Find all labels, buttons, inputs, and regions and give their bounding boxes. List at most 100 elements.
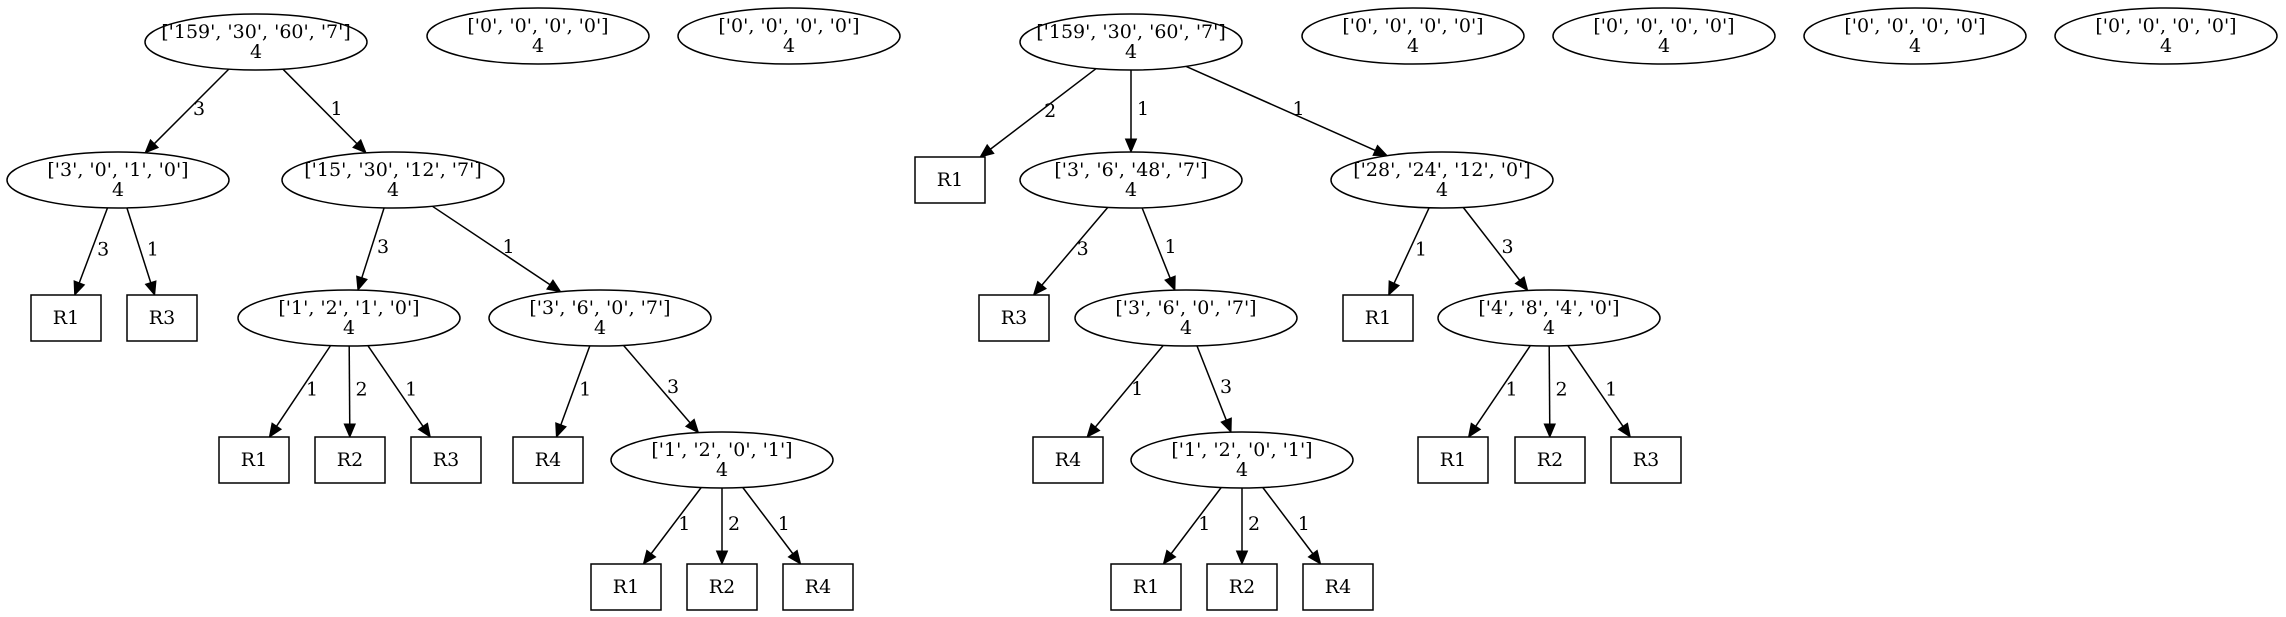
leaf-node: R1 [1417,436,1489,484]
state-ellipse [1301,7,1525,65]
state-vector-label: ['3', '6', '48', '7'] [1054,159,1207,181]
state-depth-label: 4 [250,41,262,63]
edge-label: 1 [1165,236,1177,258]
state-vector-label: ['159', '30', '60', '7'] [1036,21,1226,43]
state-ellipse [144,13,368,71]
leaf-box [1610,436,1682,484]
leaf-label: R1 [241,449,267,471]
edge-label: 3 [667,376,679,398]
edge-label: 2 [1556,378,1568,400]
edge-line [990,67,1097,150]
state-node: ['28', '24', '12', '0']4 [1330,151,1554,209]
leaf-box [686,563,758,611]
leaf-label: R1 [937,169,963,191]
leaf-node: R1 [590,563,662,611]
state-depth-label: 4 [1436,179,1448,201]
leaf-box [1110,563,1182,611]
edge-label: 1 [1293,98,1305,120]
edge-line [1567,345,1624,427]
edge-label: 3 [1077,238,1089,260]
arrowhead-icon [787,549,802,566]
leaf-box [30,294,102,342]
edge-label: 2 [1248,513,1260,535]
edge-label: 1 [1131,378,1143,400]
edge-line [1094,344,1164,428]
edge: 1 [282,68,367,154]
state-ellipse [1803,7,2027,65]
edge-line [282,68,358,145]
edge-line [1475,345,1531,427]
edge: 2 [343,345,368,439]
state-vector-label: ['0', '0', '0', '0'] [1342,15,1483,37]
state-ellipse [677,7,901,65]
state-ellipse [1130,431,1354,489]
leaf-box [314,436,386,484]
leaf-label: R4 [1325,576,1351,598]
leaf-node: R3 [978,294,1050,342]
edge: 1 [367,345,432,439]
state-vector-label: ['1', '2', '1', '0'] [278,297,419,319]
edge: 3 [356,207,389,292]
edge-label: 1 [678,513,690,535]
edge-label: 3 [193,98,205,120]
edge-line [1041,206,1109,286]
state-ellipse [610,431,834,489]
edge-line [348,345,351,425]
state-node: ['0', '0', '0', '0']4 [1552,7,1776,65]
leaf-box [978,294,1050,342]
state-ellipse [281,151,505,209]
arrowhead-icon [1124,138,1138,154]
state-vector-label: ['1', '2', '0', '1'] [1171,439,1312,461]
state-node: ['1', '2', '1', '0']4 [237,289,461,347]
state-node: ['15', '30', '12', '7']4 [281,151,505,209]
arrowhead-icon [979,143,995,158]
edge-line [1196,345,1227,421]
state-depth-label: 4 [2160,35,2172,57]
edge: 1 [642,487,702,566]
state-node: ['3', '0', '1', '0']4 [6,151,230,209]
state-node: ['0', '0', '0', '0']4 [2054,7,2278,65]
state-depth-label: 4 [1658,35,1670,57]
arrowhead-icon [343,423,356,439]
edge: 1 [1567,345,1632,439]
leaf-label: R3 [1633,449,1659,471]
arrowhead-icon [1164,275,1176,292]
arrowhead-icon [684,418,700,434]
leaf-label: R1 [53,307,79,329]
edge-label: 1 [1198,513,1210,535]
edge-line [1141,207,1171,279]
leaf-label: R2 [709,576,735,598]
edge: 2 [1543,345,1568,439]
edge: 1 [1086,344,1164,438]
leaf-box [126,294,198,342]
leaf-node: R2 [686,563,758,611]
state-vector-label: ['159', '30', '60', '7'] [161,21,351,43]
state-vector-label: ['0', '0', '0', '0'] [1844,15,1985,37]
state-ellipse [1074,289,1298,347]
edge: 3 [622,344,700,434]
leaf-box [1206,563,1278,611]
state-ellipse [1437,289,1661,347]
leaf-box [1342,294,1414,342]
state-ellipse [426,7,650,65]
state-vector-label: ['15', '30', '12', '7'] [304,159,481,181]
edge-line [1393,207,1430,284]
arrowhead-icon [1543,423,1556,439]
state-ellipse [1019,151,1243,209]
leaf-box [1302,563,1374,611]
arrowhead-icon [1617,422,1632,439]
edge: 3 [1462,207,1529,292]
edge-line [78,207,109,284]
arrowhead-icon [1514,276,1529,292]
arrowhead-icon [144,138,160,154]
leaf-box [410,436,482,484]
leaf-label: R4 [805,576,831,598]
state-vector-label: ['3', '0', '1', '0'] [47,159,188,181]
edge: 1 [1162,487,1222,566]
arrowhead-icon [1235,550,1249,566]
leaf-label: R2 [1537,449,1563,471]
leaf-label: R4 [1055,449,1081,471]
arrowhead-icon [356,275,368,292]
arrowhead-icon [1307,549,1322,566]
edge: 1 [1388,207,1430,297]
